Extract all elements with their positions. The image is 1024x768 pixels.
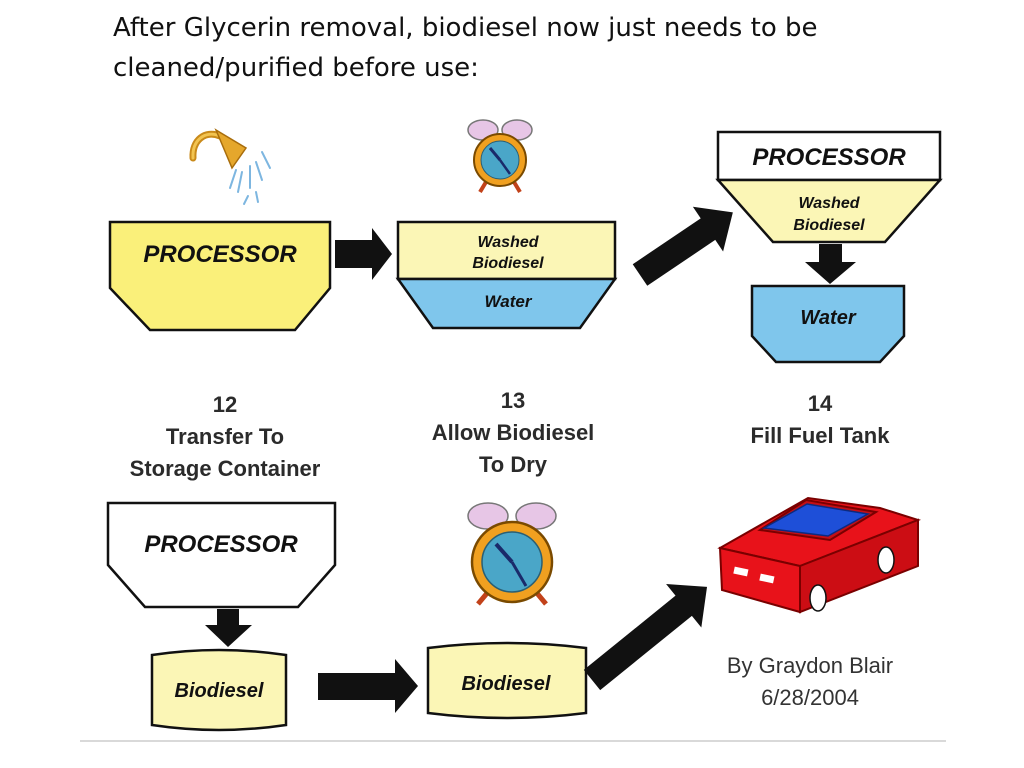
processor-label: PROCESSOR: [144, 531, 298, 558]
slide-title: After Glycerin removal, biodiesel now ju…: [113, 8, 913, 88]
alarm-clock-icon: [467, 502, 557, 606]
washed-label-line1: Washed: [798, 195, 860, 212]
arrow-right-top-1: [335, 228, 392, 280]
biodiesel-label: Biodiesel: [175, 680, 264, 702]
step-title-line-1: Fill Fuel Tank: [750, 423, 890, 448]
processor-label: PROCESSOR: [752, 144, 906, 171]
slide-title-line-2: cleaned/purified before use:: [113, 53, 479, 83]
step-title-line-2: To Dry: [478, 452, 548, 477]
alarm-clock-icon: [467, 119, 533, 194]
washed-label-line2: Biodiesel: [793, 217, 865, 234]
processor-tank-step14: PROCESSOR Washed Biodiesel: [715, 130, 943, 244]
arrow-diagonal-top: [632, 206, 733, 286]
processor-tank-step12-top: PROCESSOR: [108, 220, 332, 332]
processor-tank-step12-bottom: PROCESSOR: [106, 501, 337, 609]
water-label: Water: [485, 292, 533, 311]
credit-date: 6/28/2004: [761, 685, 859, 710]
car-icon: [717, 496, 922, 614]
author-credit: By Graydon Blair 6/28/2004: [690, 650, 930, 714]
arrow-right-bottom: [318, 659, 418, 713]
biodiesel-label: Biodiesel: [462, 673, 551, 695]
biodiesel-container-right: Biodiesel: [426, 641, 588, 720]
washed-label-line2: Biodiesel: [472, 255, 544, 272]
arrow-diagonal-bottom: [583, 583, 708, 691]
step-title-line-1: Transfer To: [165, 424, 285, 449]
settling-tank-step13: Washed Biodiesel Water: [395, 220, 618, 330]
slide-title-line-1: After Glycerin removal, biodiesel now ju…: [113, 13, 818, 43]
processor-label: PROCESSOR: [143, 241, 297, 268]
water-label: Water: [800, 307, 856, 329]
arrow-down-top-right: [805, 244, 856, 284]
biodiesel-container-left: Biodiesel: [150, 648, 288, 732]
arrow-down-bottom-left: [205, 609, 252, 647]
step-number: 12: [212, 392, 238, 417]
step-number: 13: [500, 388, 526, 413]
step-title-line-1: Allow Biodiesel: [431, 420, 595, 445]
shower-icon: [189, 128, 271, 205]
washed-label-line1: Washed: [477, 234, 539, 251]
step-13-label: 13 Allow Biodiesel To Dry: [383, 385, 643, 481]
water-container: Water: [750, 284, 906, 364]
step-number: 14: [807, 391, 833, 416]
step-12-label: 12 Transfer To Storage Container: [95, 389, 355, 485]
step-title-line-2: Storage Container: [129, 456, 321, 481]
author-name: By Graydon Blair: [726, 653, 894, 678]
step-14-label: 14 Fill Fuel Tank: [690, 388, 950, 452]
